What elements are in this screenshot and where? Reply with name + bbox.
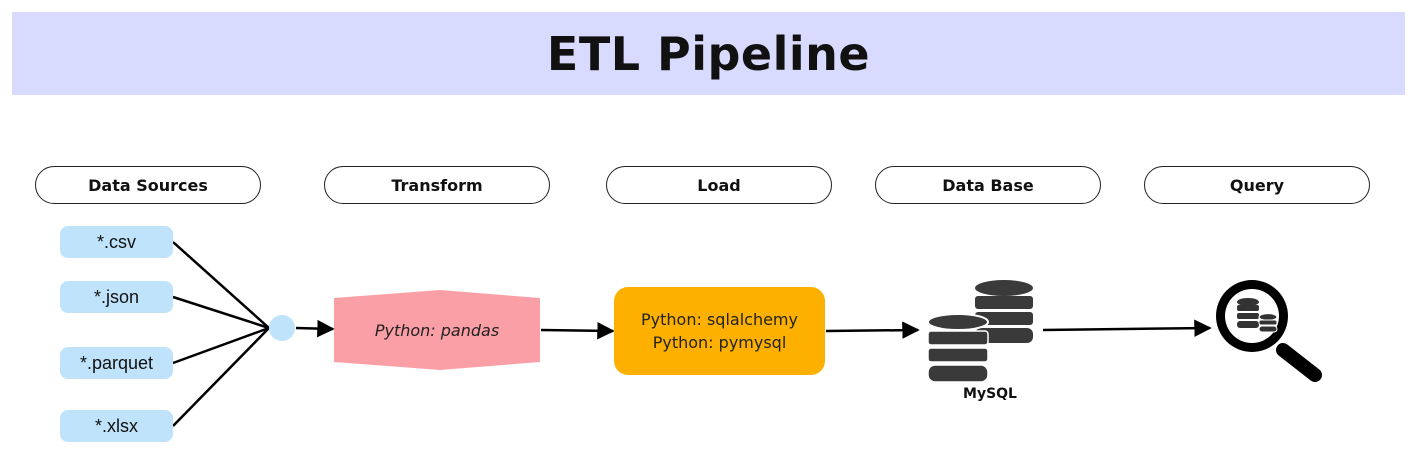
source-connector-xlsx bbox=[172, 327, 270, 427]
arrow-transform-to-load bbox=[540, 322, 615, 340]
load-line-pymysql: Python: pymysql bbox=[652, 333, 787, 352]
database-label: MySQL bbox=[963, 386, 1017, 402]
database-icon bbox=[927, 280, 1033, 383]
arrow-hub-to-transform bbox=[295, 319, 335, 338]
transform-shape bbox=[334, 290, 540, 370]
arrow-load-to-database bbox=[825, 321, 920, 339]
load-line-sqlalchemy: Python: sqlalchemy bbox=[641, 310, 798, 329]
search-database-icon bbox=[1216, 280, 1322, 382]
stage-query: Query bbox=[1144, 166, 1370, 204]
source-parquet: *.parquet bbox=[60, 347, 173, 379]
transform-label: Python: pandas bbox=[374, 320, 500, 340]
source-connector-json bbox=[172, 295, 270, 330]
stage-data-base: Data Base bbox=[875, 166, 1101, 204]
source-connector-csv bbox=[172, 241, 270, 329]
source-xlsx: *.xlsx bbox=[60, 410, 173, 442]
merge-node bbox=[269, 315, 295, 341]
source-connector-parquet bbox=[172, 326, 270, 365]
stage-transform: Transform bbox=[324, 166, 550, 204]
load-box: Python: sqlalchemy Python: pymysql bbox=[614, 287, 825, 375]
title-banner: ETL Pipeline bbox=[12, 12, 1405, 95]
source-csv: *.csv bbox=[60, 226, 173, 258]
stage-load: Load bbox=[606, 166, 832, 204]
arrow-database-to-query bbox=[1042, 319, 1212, 337]
page-title: ETL Pipeline bbox=[546, 26, 871, 81]
source-json: *.json bbox=[60, 281, 173, 313]
stage-data-sources: Data Sources bbox=[35, 166, 261, 204]
